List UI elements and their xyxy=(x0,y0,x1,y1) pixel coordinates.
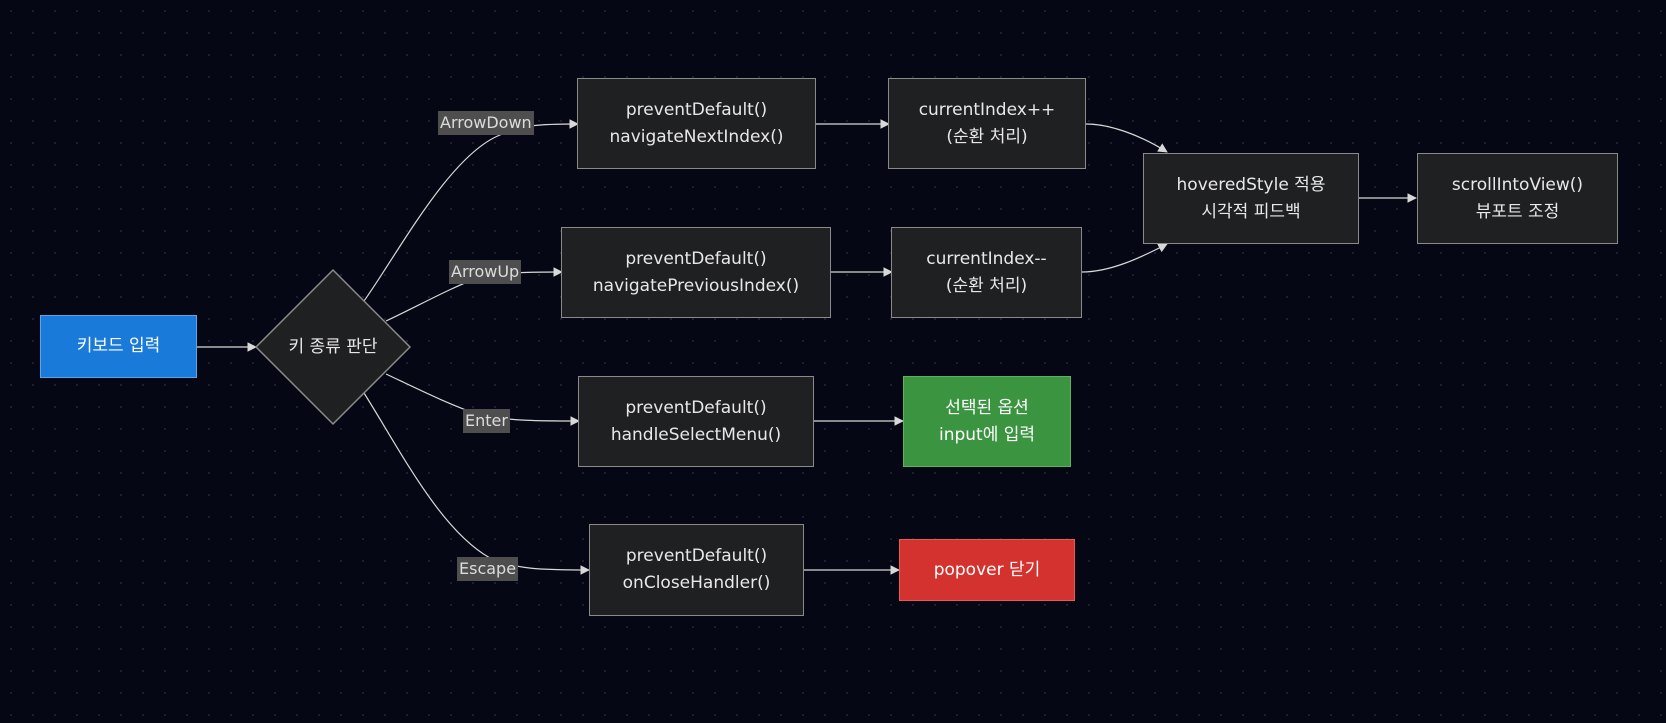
select-result-node: 선택된 옵션 input에 입력 xyxy=(903,376,1071,467)
index-decrement-node: currentIndex-- (순환 처리) xyxy=(891,227,1082,318)
edge-label-enter: Enter xyxy=(463,409,510,433)
down-handler-line-2: navigateNextIndex() xyxy=(609,126,784,147)
edge-decrement-to-hovered xyxy=(1081,243,1168,273)
keyboard-input-node: 키보드 입력 xyxy=(40,315,197,378)
escape-handler-line-1: preventDefault() xyxy=(625,546,768,566)
index-increment-node: currentIndex++ (순환 처리) xyxy=(888,78,1086,169)
hovered-style-line-2: 시각적 피드백 xyxy=(1201,201,1301,222)
index-decrement-line-1: currentIndex-- xyxy=(926,248,1047,269)
key-decision-label: 키 종류 판단 xyxy=(288,337,378,357)
close-result-node: popover 닫기 xyxy=(899,539,1075,601)
down-handler-node: preventDefault() navigateNextIndex() xyxy=(577,78,816,169)
scroll-into-view-line-2: 뷰포트 조정 xyxy=(1475,201,1560,222)
enter-handler-line-1: preventDefault() xyxy=(625,397,767,418)
select-result-line-1: 선택된 옵션 xyxy=(945,397,1029,418)
index-increment-line-2: (순환 처리) xyxy=(946,126,1028,147)
keyboard-input-label: 키보드 입력 xyxy=(76,336,161,356)
edge-decision-to-escape xyxy=(363,392,590,575)
enter-handler-line-2: handleSelectMenu() xyxy=(610,424,782,445)
enter-handler-node: preventDefault() handleSelectMenu() xyxy=(578,376,814,467)
up-handler-node: preventDefault() navigatePreviousIndex() xyxy=(561,227,831,318)
edge-label-arrow-up: ArrowUp xyxy=(449,260,522,284)
up-handler-line-2: navigatePreviousIndex() xyxy=(592,275,800,296)
edge-label-arrow-down: ArrowDown xyxy=(438,111,534,135)
escape-handler-node: preventDefault() onCloseHandler() xyxy=(589,524,804,616)
scroll-into-view-line-1: scrollIntoView() xyxy=(1451,174,1584,195)
escape-handler-line-2: onCloseHandler() xyxy=(622,573,771,593)
index-increment-line-1: currentIndex++ xyxy=(918,99,1056,120)
edge-increment-to-hovered xyxy=(1085,123,1168,153)
edge-decision-to-down xyxy=(363,119,579,302)
down-handler-line-1: preventDefault() xyxy=(625,99,768,120)
select-result-line-2: input에 입력 xyxy=(938,424,1036,445)
hovered-style-node: hoveredStyle 적용 시각적 피드백 xyxy=(1143,153,1359,244)
index-decrement-line-2: (순환 처리) xyxy=(945,275,1028,296)
up-handler-line-1: preventDefault() xyxy=(625,248,767,269)
hovered-style-line-1: hoveredStyle 적용 xyxy=(1176,174,1326,195)
edge-label-escape: Escape xyxy=(457,557,519,581)
key-decision-diamond xyxy=(254,268,412,426)
scroll-into-view-node: scrollIntoView() 뷰포트 조정 xyxy=(1417,153,1618,244)
close-result-label: popover 닫기 xyxy=(933,559,1041,580)
